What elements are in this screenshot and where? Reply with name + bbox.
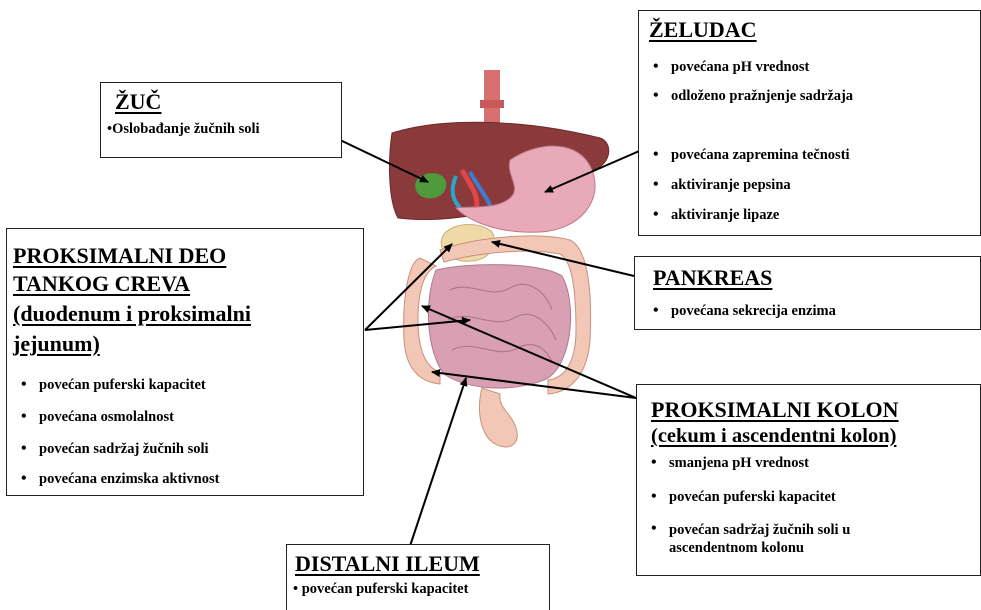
proksimalni-kolon-item: smanjena pH vrednost (647, 455, 809, 472)
proksimalni-deo-item: povećana osmolalnost (17, 409, 174, 426)
pankreas-box: PANKREAS povećana sekrecija enzima (634, 256, 981, 330)
zeludac-box: ŽELUDAC povećana pH vrednost odloženo pr… (638, 10, 981, 236)
zuc-title: ŽUČ (115, 89, 235, 115)
distalni-ileum-title: DISTALNI ILEUM (295, 551, 549, 577)
zeludac-item: odloženo pražnjenje sadržaja (649, 88, 853, 105)
distalni-ileum-box: DISTALNI ILEUM • povećan puferski kapaci… (286, 544, 550, 610)
rectum-shape (479, 388, 517, 447)
pankreas-item: povećana sekrecija enzima (649, 303, 836, 320)
proksimalni-kolon-title-line: (cekum i ascendentni kolon) (651, 425, 896, 448)
proksimalni-kolon-box: PROKSIMALNI KOLON (cekum i ascendentni k… (636, 384, 981, 576)
proksimalni-kolon-title-line: PROKSIMALNI KOLON (651, 397, 899, 423)
proksimalni-deo-item: povećan sadržaj žučnih soli (17, 441, 209, 458)
proksimalni-kolon-item: povećan puferski kapacitet (647, 489, 836, 506)
zeludac-item: povećana pH vrednost (649, 59, 809, 76)
proksimalni-deo-title-line: TANKOG CREVA (13, 271, 190, 297)
arrow-distalni-ileum (410, 378, 466, 546)
proksimalni-kolon-item: povećan sadržaj žučnih soli u ascendentn… (647, 521, 899, 557)
zeludac-item: aktiviranje pepsina (649, 177, 791, 194)
distalni-ileum-item: • povećan puferski kapacitet (293, 581, 549, 598)
zuc-item: •Oslobađanje žučnih soli (107, 121, 341, 138)
zeludac-title: ŽELUDAC (649, 17, 980, 43)
proksimalni-deo-title-line: PROKSIMALNI DEO (13, 243, 226, 269)
esophagus-shape (480, 70, 504, 130)
proksimalni-deo-title-line: jejunum) (13, 331, 100, 357)
pankreas-title: PANKREAS (653, 265, 980, 291)
proksimalni-deo-title-line: (duodenum i proksimalni (13, 301, 251, 327)
proksimalni-deo-item: povećan puferski kapacitet (17, 377, 206, 394)
zuc-box: ŽUČ •Oslobađanje žučnih soli (100, 82, 342, 158)
small-intestine-shape (428, 265, 570, 388)
proksimalni-deo-item: povećana enzimska aktivnost (17, 471, 219, 488)
proksimalni-deo-box: PROKSIMALNI DEO TANKOG CREVA (duodenum i… (6, 228, 364, 496)
zeludac-item: povećana zapremina tečnosti (649, 147, 850, 164)
zeludac-item: aktiviranje lipaze (649, 207, 779, 224)
